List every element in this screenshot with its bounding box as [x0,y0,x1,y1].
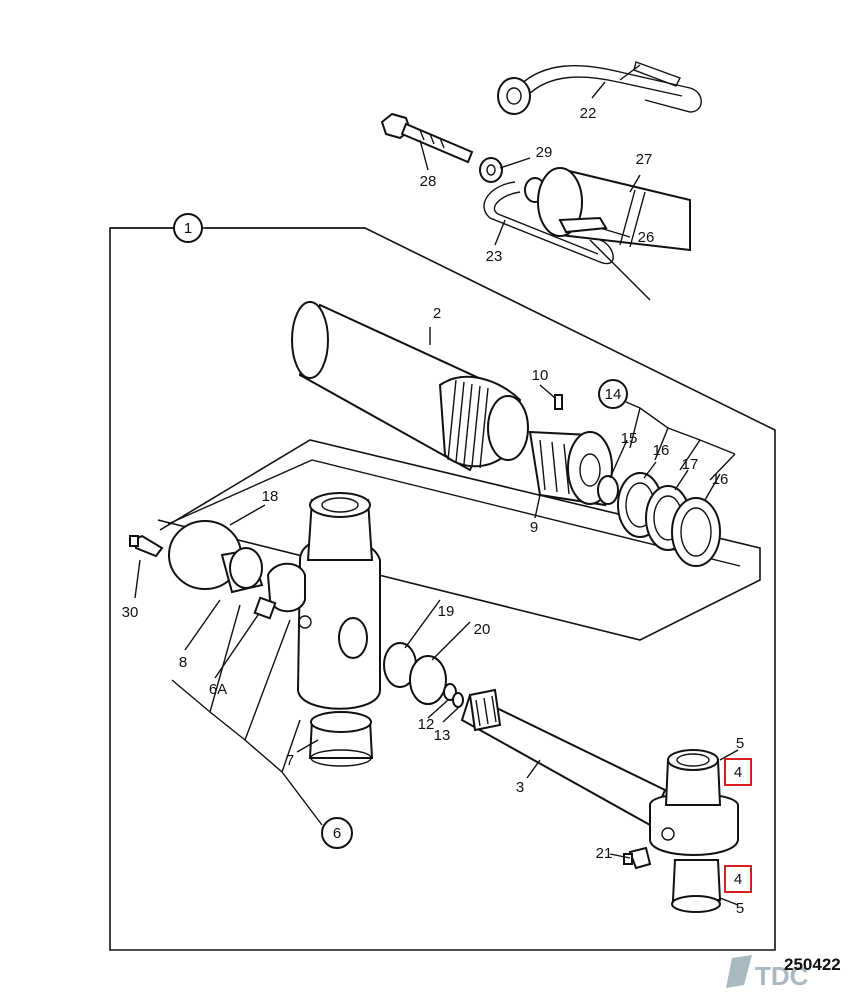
eye-head-6 [266,492,381,710]
callout-circle-14 [598,379,628,409]
cylinder-27 [537,167,691,301]
oring-15 [597,475,619,505]
label-30: 30 [122,604,139,621]
seal-kit-frame [157,439,761,641]
leader-lines [134,64,739,906]
washer-29a [479,157,503,183]
label-18: 18 [262,488,279,505]
label-28: 28 [420,173,437,190]
ring-13 [452,692,464,708]
label-20: 20 [474,621,491,638]
label-16b: 16 [712,471,729,488]
label-4b: 4 [734,871,742,888]
grease-nipple-21 [623,846,652,870]
label-29: 29 [536,144,553,161]
label-22: 22 [580,105,597,122]
rod-3 [460,688,667,827]
label-3: 3 [516,779,524,796]
rod-eye [649,749,739,913]
label-27: 27 [636,151,653,168]
clip-26 [558,216,608,234]
label-16a: 16 [653,442,670,459]
bolt-28 [380,112,474,164]
seal-16b [671,497,721,567]
label-17: 17 [682,456,699,473]
tdc-logo-icon [726,955,752,988]
label-9: 9 [530,519,538,536]
label-1: 1 [184,220,192,237]
label-21: 21 [596,845,613,862]
highlight-box-4a [724,758,752,786]
bush-7 [308,711,374,767]
label-6: 6 [333,825,341,842]
tdc-logo-text: TDC [755,961,809,991]
label-14: 14 [605,386,622,403]
label-13: 13 [434,727,451,744]
label-2: 2 [433,305,441,322]
bush-8 [220,547,264,594]
label-5a: 5 [736,735,744,752]
barrel-2 [291,301,529,472]
label-12: 12 [418,716,435,733]
piston-9 [528,430,613,507]
grease-nipple-6A [253,596,277,620]
pin-10 [554,394,563,410]
label-23: 23 [486,248,503,265]
ring-20 [409,655,447,705]
label-6A: 6A [209,681,227,698]
label-5b: 5 [736,900,744,917]
label-26: 26 [638,229,655,246]
label-19: 19 [438,603,455,620]
label-7: 7 [286,752,294,769]
callout-circle-1 [173,213,203,243]
diagram-code: 250422 [784,955,841,974]
tube-23 [483,181,614,265]
label-4a: 4 [734,764,742,781]
label-10: 10 [532,367,549,384]
label-8: 8 [179,654,187,671]
highlight-box-4b [724,865,752,893]
label-15: 15 [621,430,638,447]
callout-circle-6 [321,817,353,849]
tube-22 [497,61,702,115]
grease-nipple-30 [129,534,164,558]
